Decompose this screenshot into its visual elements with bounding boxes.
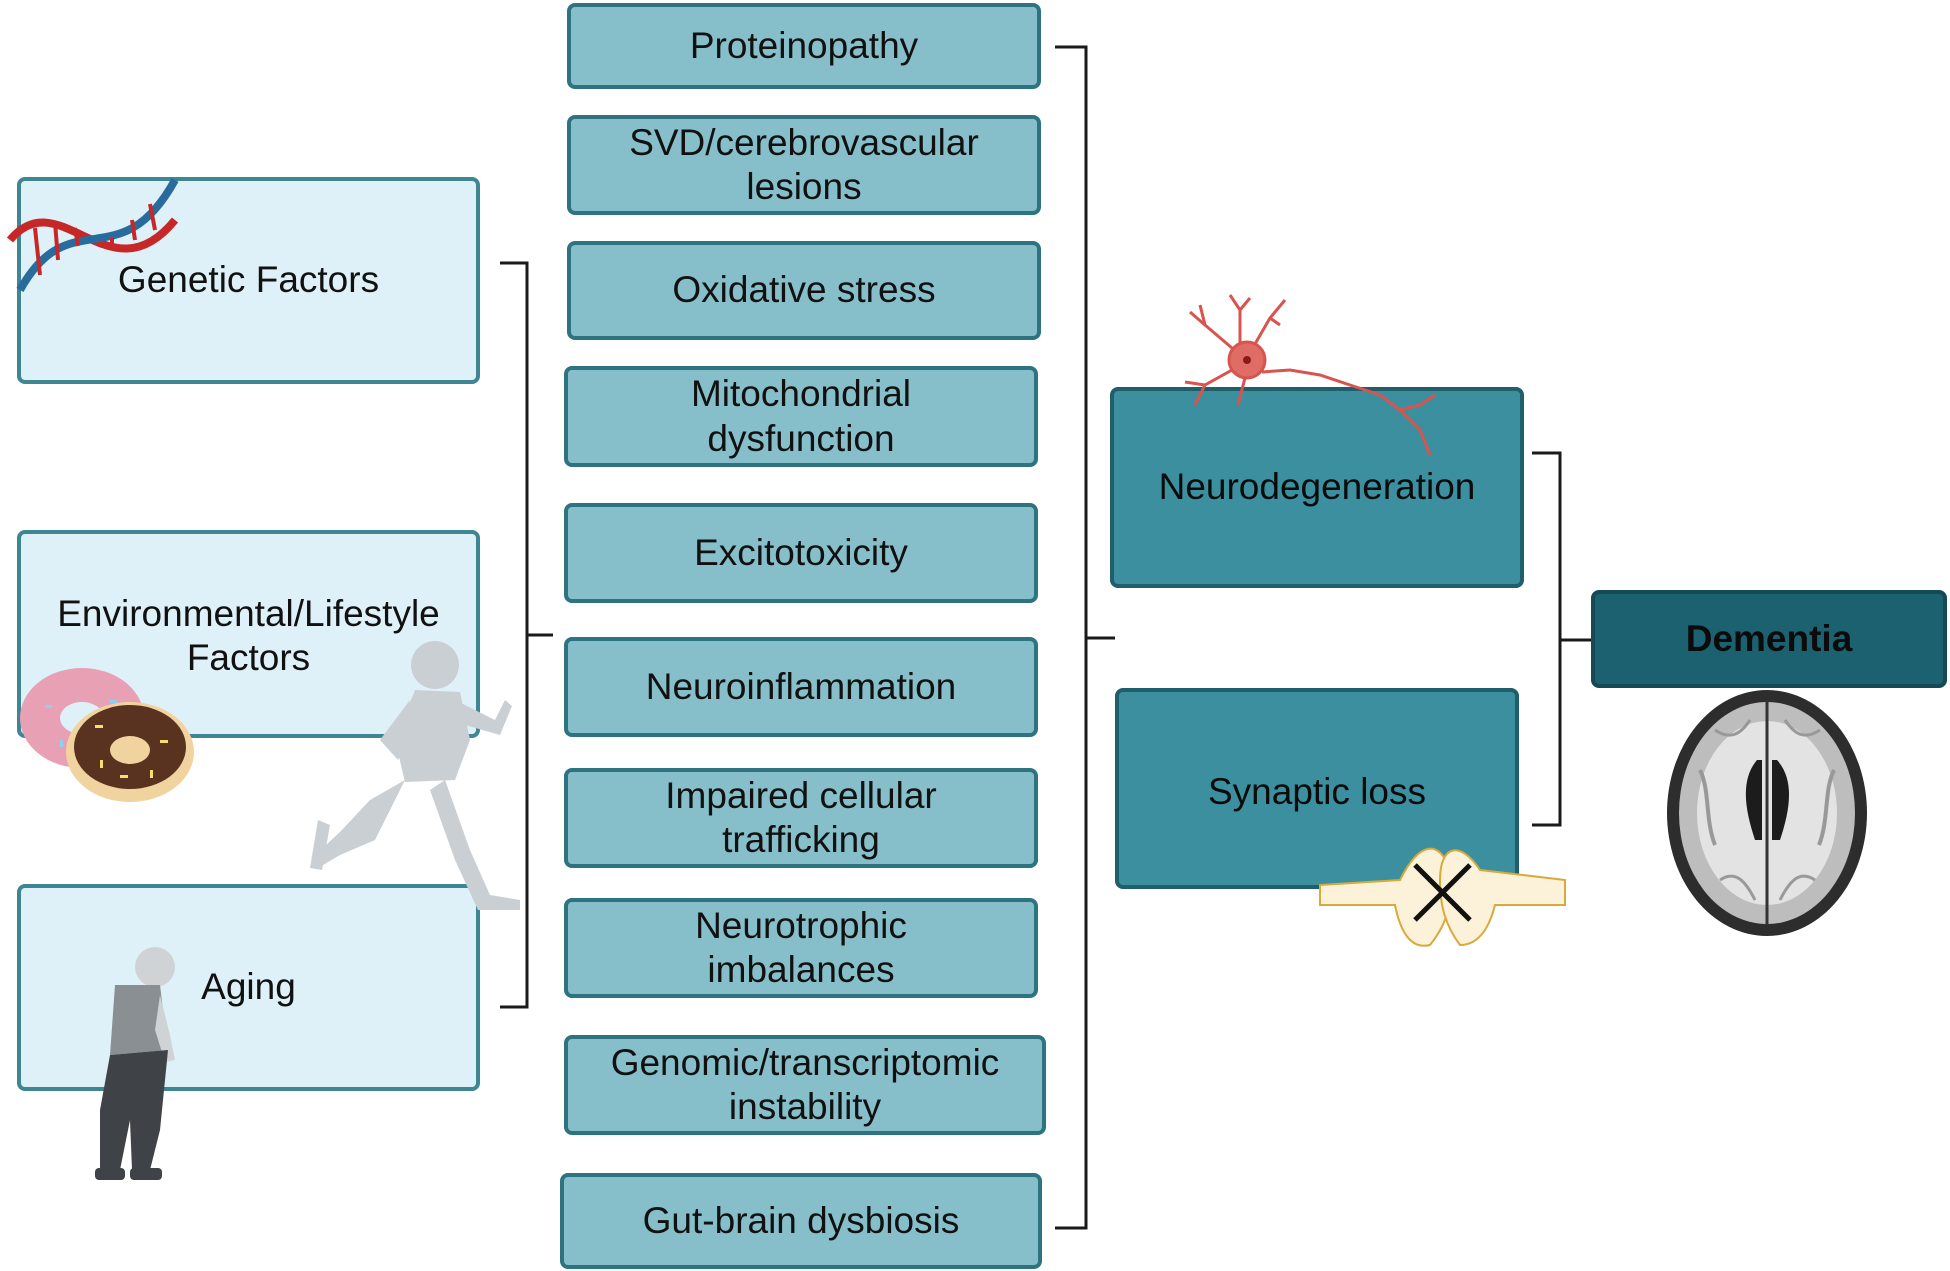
mechanism-trafficking-box: Impaired cellular trafficking — [564, 768, 1038, 868]
outcomes-bracket — [1532, 451, 1562, 827]
mechanism-neuroinflammation-box: Neuroinflammation — [564, 637, 1038, 737]
neurodegeneration-label: Neurodegeneration — [1158, 466, 1476, 508]
mechanism-label: Mitochondrial dysfunction — [690, 373, 912, 459]
aging-label: Aging — [201, 966, 296, 1008]
mechanism-genomic-box: Genomic/transcriptomic instability — [564, 1035, 1046, 1135]
mechanism-gut-brain-box: Gut-brain dysbiosis — [560, 1173, 1042, 1269]
mechanism-label: Neurotrophic imbalances — [695, 904, 907, 990]
mechanism-label: Proteinopathy — [689, 24, 919, 66]
mechanism-label: SVD/cerebrovascular lesions — [629, 121, 979, 207]
mechanism-neurotrophic-box: Neurotrophic imbalances — [564, 898, 1038, 998]
aging-box: Aging — [17, 884, 480, 1091]
mechanism-label: Gut-brain dysbiosis — [642, 1199, 960, 1241]
mechanism-label: Genomic/transcriptomic instability — [610, 1041, 1000, 1127]
mechanism-proteinopathy-box: Proteinopathy — [567, 3, 1041, 89]
dementia-box: Dementia — [1591, 590, 1947, 688]
mechanism-svd-box: SVD/cerebrovascular lesions — [567, 115, 1041, 215]
mechanism-label: Oxidative stress — [672, 269, 936, 311]
mechanisms-bracket — [1055, 45, 1088, 1230]
synaptic-loss-label: Synaptic loss — [1208, 771, 1426, 812]
dementia-label: Dementia — [1685, 617, 1853, 659]
mechanism-mitochondrial-box: Mitochondrial dysfunction — [564, 366, 1038, 467]
environmental-lifestyle-factors-box: Environmental/Lifestyle Factors — [17, 530, 480, 738]
mechanism-oxidative-stress-box: Oxidative stress — [567, 241, 1041, 340]
mechanism-label: Excitotoxicity — [694, 531, 908, 573]
genetic-factors-box: Genetic Factors — [17, 177, 480, 384]
mechanism-excitotoxicity-box: Excitotoxicity — [564, 503, 1038, 603]
genetic-factors-label: Genetic Factors — [117, 259, 380, 301]
neurodegeneration-box: Neurodegeneration — [1110, 387, 1524, 588]
synaptic-loss-box: Synaptic loss — [1115, 688, 1519, 889]
mechanism-label: Impaired cellular trafficking — [665, 774, 937, 860]
mechanism-label: Neuroinflammation — [645, 665, 957, 707]
risk-factors-bracket — [500, 261, 529, 1009]
environmental-lifestyle-factors-label: Environmental/Lifestyle Factors — [57, 593, 440, 679]
